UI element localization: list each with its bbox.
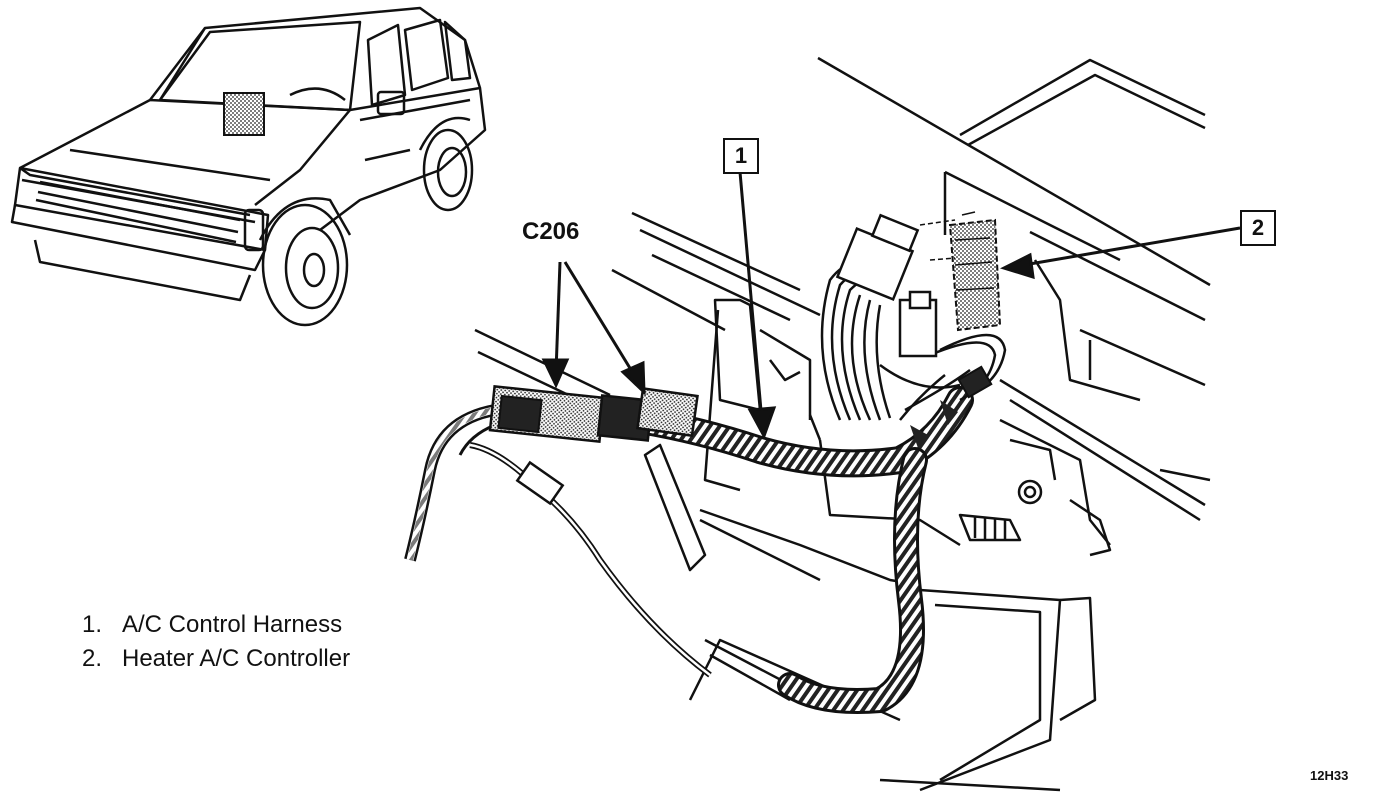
callout-2: 2: [1240, 210, 1276, 246]
controller-location-marker: [223, 92, 265, 136]
callout-1: 1: [723, 138, 759, 174]
ac-control-harness: [404, 213, 1007, 714]
legend: 1. A/C Control Harness 2. Heater A/C Con…: [82, 608, 350, 676]
legend-text: Heater A/C Controller: [122, 645, 351, 672]
legend-number: 2.: [82, 645, 103, 672]
figure-id: 12H33: [1310, 768, 1349, 783]
legend-item: 2. Heater A/C Controller: [82, 642, 350, 676]
dash-structure: [474, 56, 1211, 792]
heater-ac-controller: [919, 211, 1002, 332]
legend-number: 1.: [82, 611, 103, 638]
legend-text: A/C Control Harness: [122, 611, 343, 638]
c206-connector: [488, 384, 699, 444]
vehicle-locator-illustration: [10, 6, 487, 327]
connector-label-c206: C206: [522, 218, 580, 245]
leader-arrows: [541, 171, 1241, 440]
legend-item: 1. A/C Control Harness: [82, 608, 350, 642]
